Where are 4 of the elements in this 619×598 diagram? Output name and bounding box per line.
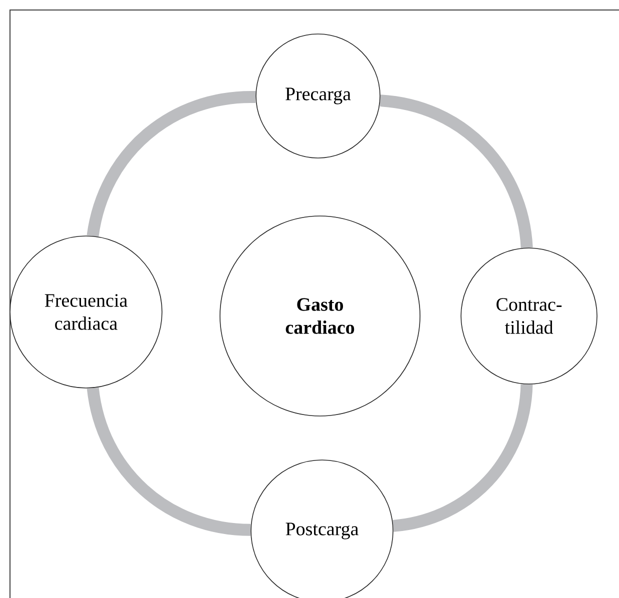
ring-arc [380, 94, 533, 248]
ring-arc [86, 387, 251, 536]
ring-arc [392, 384, 533, 532]
ring-arc [86, 91, 256, 238]
